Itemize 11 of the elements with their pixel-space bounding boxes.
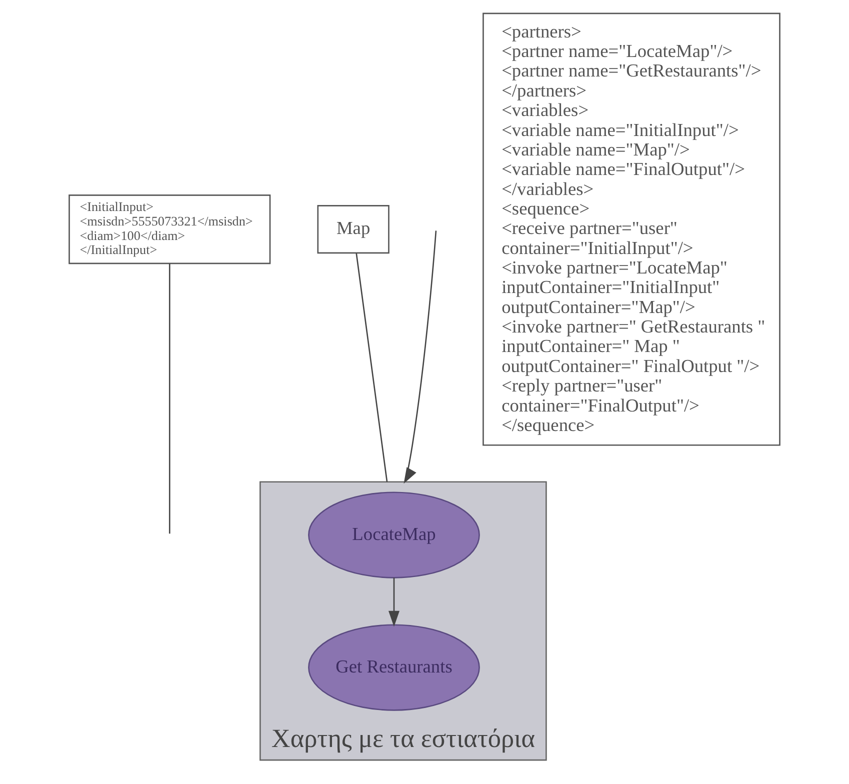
arrow: [404, 230, 437, 484]
cluster: [260, 481, 547, 761]
node-ellipse: LocateMap: [308, 492, 480, 578]
node-ellipse: Get Restaurants: [308, 624, 480, 711]
connector: [356, 253, 388, 482]
connector: [168, 264, 170, 534]
node-box: <InitialInput> <msisdn>5555073321</msisdn> <diam>100</diam> </InitialInput>: [68, 194, 271, 264]
node-box: Map: [317, 205, 390, 254]
node-box: <partners> <partner name="LocateMap"/> <partner name="GetRestaurants"/> </partners> <variables> <variable name="InitialInput"/> <variable name="Map"/> <variable name="FinalOutput"/> </variables> <sequence> <receive partner="user" container="InitialInput"/> <invoke partner="LocateMap" inputContainer="InitialInput" outputContainer="Map"/> <invoke partner=" GetRestaurants " inputContainer=" Map " outputContainer=" FinalOutput "/> <reply partner="user" container="FinalOutput"/> </sequence>: [482, 12, 780, 446]
arrow: [388, 578, 400, 627]
node-label: Χαρτης με τα εστιατόρια: [271, 724, 535, 753]
